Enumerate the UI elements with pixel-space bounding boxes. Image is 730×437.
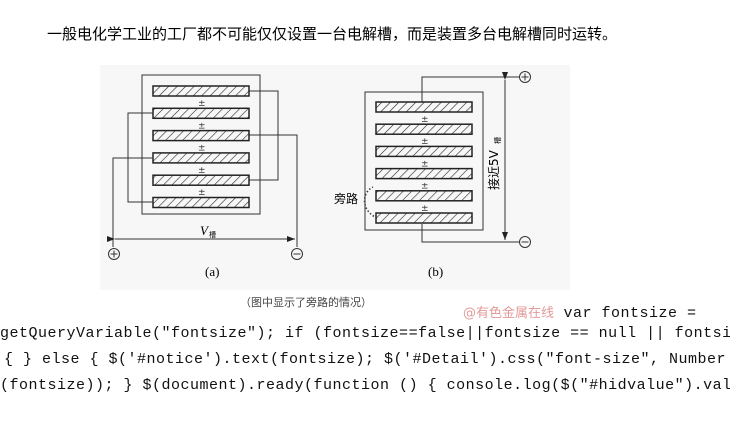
electrode-plate bbox=[152, 129, 250, 142]
electrode-plate bbox=[152, 85, 250, 97]
electrode-plate bbox=[152, 152, 250, 164]
plates-b: ± ± ± ± ± bbox=[375, 101, 473, 224]
electrode-plate bbox=[375, 167, 473, 180]
code-line-3: { } else { $('#notice').text(fontsize); … bbox=[3, 351, 727, 368]
plus-sign bbox=[110, 250, 118, 258]
voltage-label-b: 接近5V bbox=[486, 149, 501, 190]
electrode-plate bbox=[375, 123, 473, 135]
code-line-4: (fontsize)); } $(document).ready(functio… bbox=[0, 377, 730, 394]
plus-sign bbox=[521, 73, 529, 81]
polarity-sign: ± bbox=[421, 182, 429, 192]
label-b: (b) bbox=[428, 264, 443, 279]
minus-terminal-icon bbox=[519, 236, 531, 248]
polarity-sign: ± bbox=[421, 115, 429, 125]
code-line-2: getQueryVariable("fontsize"); if (fontsi… bbox=[0, 325, 730, 342]
plus-terminal-icon bbox=[519, 71, 531, 83]
bypass-arrow-icon bbox=[363, 186, 378, 219]
electrode-plate bbox=[375, 212, 473, 224]
tank-a bbox=[141, 74, 261, 215]
paragraph-heading: 一般电化学工业的工厂都不可能仅仅设置一台电解槽，而是装置多台电解槽同时运转。 bbox=[47, 25, 618, 43]
wire bbox=[112, 157, 153, 247]
polarity-sign: ± bbox=[198, 166, 206, 176]
wire bbox=[421, 224, 519, 243]
voltage-sub-b: 槽 bbox=[493, 137, 502, 144]
tank-b bbox=[364, 91, 484, 231]
figure-caption: （图中显示了旁路的情况） bbox=[240, 295, 372, 309]
diagram-b: ± ± ± ± ± bbox=[363, 71, 531, 248]
label-a: (a) bbox=[205, 264, 219, 279]
electrode-plate bbox=[375, 190, 473, 202]
polarity-sign: ± bbox=[421, 159, 429, 169]
voltage-sub-a: 槽 bbox=[209, 230, 216, 239]
wire bbox=[421, 76, 519, 102]
electrode-plate bbox=[375, 145, 473, 158]
electrode-plate bbox=[152, 196, 250, 209]
polarity-sign: ± bbox=[198, 188, 206, 198]
watermark: @有色金属在线 bbox=[463, 306, 555, 321]
wire bbox=[249, 134, 298, 247]
bypass-label: 旁路 bbox=[334, 191, 358, 206]
code-line-1-wrap: @有色金属在线 var fontsize = bbox=[463, 302, 730, 322]
polarity-sign: ± bbox=[421, 204, 429, 214]
polarity-sign: ± bbox=[198, 144, 206, 154]
electrode-plate bbox=[152, 174, 250, 186]
electrode-plate bbox=[152, 107, 250, 120]
diagram-a: ± ± ± ± ± bbox=[107, 74, 303, 260]
voltage-label-a: V bbox=[200, 223, 210, 238]
polarity-sign: ± bbox=[198, 121, 206, 131]
polarity-sign: ± bbox=[421, 137, 429, 147]
plus-terminal-icon bbox=[108, 248, 120, 260]
polarity-sign: ± bbox=[198, 99, 206, 109]
code-line-1: var fontsize = bbox=[563, 305, 697, 322]
electrode-plate bbox=[375, 101, 473, 113]
minus-terminal-icon bbox=[291, 248, 303, 260]
